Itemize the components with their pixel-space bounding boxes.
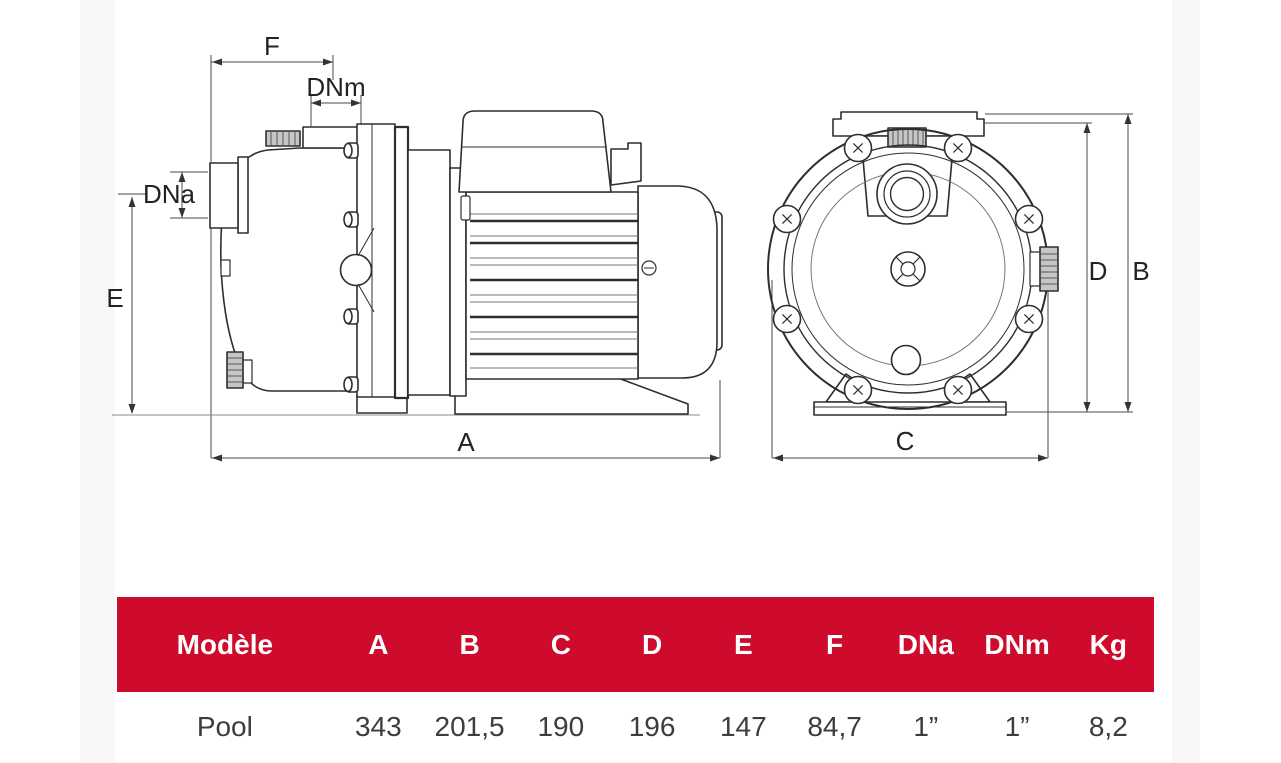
dim-label-dnm: DNm bbox=[306, 72, 365, 102]
side-knob bbox=[1039, 246, 1059, 292]
suction-port bbox=[209, 162, 239, 229]
col-header-f: F bbox=[826, 628, 844, 660]
shaft-hub bbox=[890, 251, 926, 287]
motor-fins bbox=[470, 213, 638, 369]
dim-label-b: B bbox=[1132, 256, 1149, 286]
motor-end-cap bbox=[637, 185, 718, 379]
dim-label-c: C bbox=[896, 426, 915, 456]
cover-bolts bbox=[343, 142, 359, 393]
front-view-dimension-lines bbox=[771, 113, 1133, 459]
cell-dna: 1” bbox=[913, 710, 939, 742]
col-header-b: B bbox=[459, 628, 480, 660]
left-edge-band bbox=[80, 0, 115, 763]
col-header-kg: Kg bbox=[1089, 628, 1127, 660]
table-row: Pool 343 201,5 190 196 147 84,7 1” 1” 8,… bbox=[117, 692, 1154, 761]
side-view-arrowheads bbox=[128, 58, 720, 462]
cell-c: 190 bbox=[537, 710, 585, 742]
cable-gland bbox=[610, 142, 642, 186]
side-view-drawing bbox=[209, 110, 723, 415]
table-header: Modèle A B C D E F DNa DNm Kg bbox=[117, 597, 1154, 692]
pump-dimension-drawing: F DNm DNa E A bbox=[106, 31, 1150, 462]
right-edge-band bbox=[1172, 0, 1200, 763]
dim-label-e: E bbox=[106, 283, 123, 313]
dimensions-table: Modèle A B C D E F DNa DNm Kg Pool 343 2… bbox=[117, 597, 1154, 761]
front-view-drawing bbox=[767, 111, 1059, 416]
dim-label-f: F bbox=[264, 31, 280, 61]
drain-plug-collar bbox=[242, 359, 253, 384]
col-header-dnm: DNm bbox=[984, 628, 1050, 660]
motor-adapter bbox=[407, 149, 451, 396]
seal-plate bbox=[393, 125, 410, 400]
cell-d: 196 bbox=[628, 710, 676, 742]
dim-label-a: A bbox=[457, 427, 475, 457]
motor-body bbox=[465, 191, 639, 380]
cell-kg: 8,2 bbox=[1088, 710, 1128, 742]
col-header-modele: Modèle bbox=[176, 628, 274, 660]
motor-clip bbox=[460, 195, 471, 221]
dim-label-d: D bbox=[1089, 256, 1108, 286]
front-top-cap bbox=[832, 111, 985, 137]
front-discharge-port bbox=[876, 163, 938, 225]
front-drain-hole bbox=[890, 344, 922, 376]
front-priming-plug bbox=[887, 127, 927, 148]
cell-dnm: 1” bbox=[1004, 710, 1030, 742]
terminal-box bbox=[458, 110, 612, 193]
ejector-boss bbox=[339, 253, 373, 287]
suction-flange bbox=[237, 156, 249, 234]
col-header-a: A bbox=[368, 628, 389, 660]
cell-e: 147 bbox=[719, 710, 767, 742]
col-header-c: C bbox=[550, 628, 571, 660]
dim-label-dna: DNa bbox=[143, 179, 196, 209]
cell-a: 343 bbox=[354, 710, 402, 742]
cover-screws bbox=[772, 133, 1044, 405]
body-latch bbox=[220, 259, 231, 277]
col-header-e: E bbox=[733, 628, 753, 660]
col-header-dna: DNa bbox=[897, 628, 954, 660]
cell-model-name: Pool bbox=[196, 710, 253, 742]
front-view-arrowheads bbox=[773, 114, 1132, 462]
cell-f: 84,7 bbox=[807, 710, 862, 742]
cell-b: 201,5 bbox=[434, 710, 505, 742]
col-header-d: D bbox=[641, 628, 663, 660]
